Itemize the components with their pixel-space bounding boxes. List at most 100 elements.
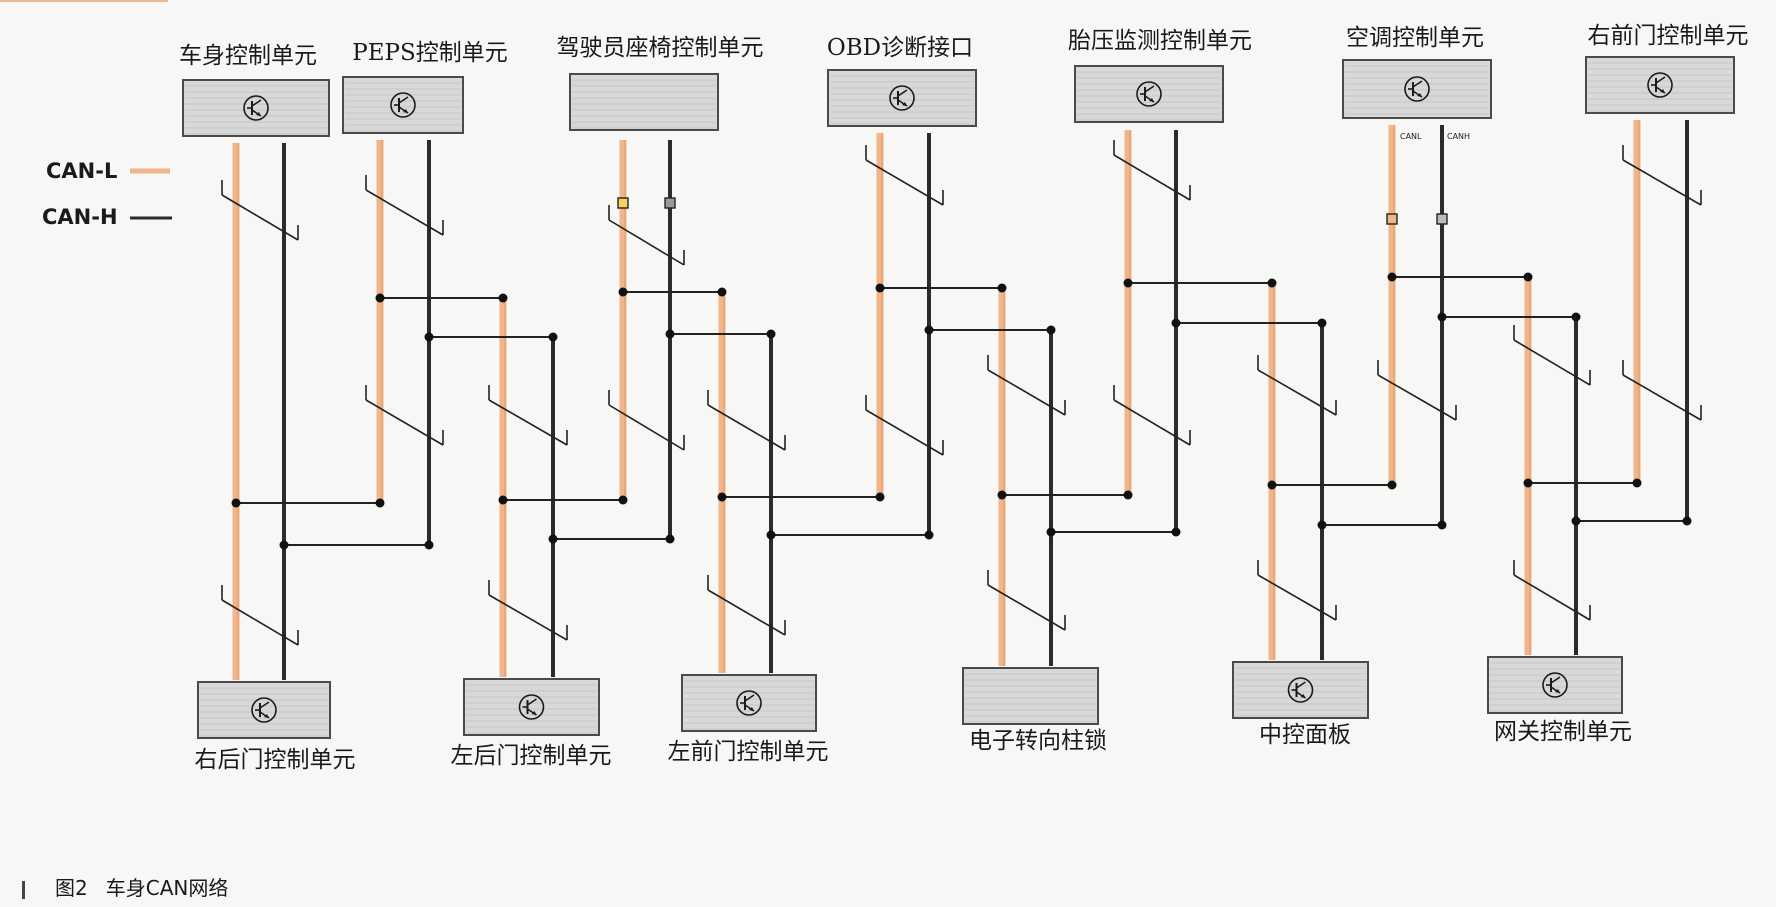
box-right-rear-door-unit	[197, 681, 331, 739]
junction-dot	[1523, 272, 1533, 282]
legend-can-h-label: CAN-H	[42, 205, 118, 229]
twist-marker	[1257, 369, 1337, 416]
junction-dot	[717, 287, 727, 297]
junction-dot	[498, 495, 508, 505]
twist-marker	[365, 189, 444, 236]
junction-dot	[1437, 312, 1447, 322]
junction-dot	[548, 332, 558, 342]
twist-marker	[865, 159, 944, 206]
junction-dot	[1387, 480, 1397, 490]
junction-dot	[498, 293, 508, 303]
junction-dot	[1123, 490, 1133, 500]
label-left-rear-door-unit: 左后门控制单元	[451, 743, 612, 769]
canl-tag: CANL	[1400, 132, 1422, 141]
label-obd-port: OBD诊断接口	[827, 35, 973, 61]
twist-marker	[987, 584, 1066, 631]
twist-markers	[221, 140, 1702, 646]
junction-dot	[424, 540, 434, 550]
junction-dot	[875, 492, 885, 502]
box-peps-control-unit	[342, 76, 464, 134]
box-left-rear-door-unit	[463, 678, 600, 736]
figure-caption: 图2 车身CAN网络	[22, 872, 228, 901]
label-tpms-control-unit: 胎压监测控制单元	[1068, 28, 1252, 54]
label-body-control-unit: 车身控制单元	[179, 43, 317, 69]
twist-marker	[608, 219, 685, 266]
junction-dot	[548, 534, 558, 544]
junction-dot	[1387, 272, 1397, 282]
junction-dot	[924, 530, 934, 540]
junction-dot	[1632, 478, 1642, 488]
junction-dot	[997, 490, 1007, 500]
junction-dot	[717, 492, 727, 502]
label-right-rear-door-unit: 右后门控制单元	[195, 747, 356, 773]
box-electronic-steering-lock	[962, 667, 1099, 725]
label-right-front-door-unit: 右前门控制单元	[1588, 23, 1749, 49]
junction-dot	[1046, 325, 1056, 335]
twist-marker	[488, 594, 568, 641]
junction-dot	[1571, 312, 1581, 322]
label-central-panel: 中控面板	[1259, 722, 1351, 748]
label-ac-control-unit: 空调控制单元	[1346, 25, 1484, 51]
twist-marker	[488, 399, 568, 446]
connector-ac-l	[1386, 213, 1398, 225]
junction-dot	[1171, 318, 1181, 328]
connector-ac-h	[1436, 213, 1448, 225]
twist-marker	[987, 369, 1066, 416]
junction-dot	[766, 329, 776, 339]
junction-dot	[875, 283, 885, 293]
canh-tag: CANH	[1447, 132, 1470, 141]
junction-dot	[924, 325, 934, 335]
twist-marker	[365, 399, 444, 446]
label-electronic-steering-lock: 电子转向柱锁	[969, 728, 1107, 754]
twist-marker	[1113, 154, 1191, 201]
junction-dot	[1046, 527, 1056, 537]
connector-seat-l	[617, 197, 629, 209]
box-central-panel	[1232, 661, 1369, 719]
junction-dot	[375, 498, 385, 508]
twist-marker	[221, 599, 299, 646]
figure-number: 图2	[55, 876, 88, 900]
box-obd-port	[827, 69, 977, 127]
junction-dot	[766, 530, 776, 540]
junction-dot	[1317, 520, 1327, 530]
bottom-labels: 右后门控制单元 左后门控制单元 左前门控制单元 电子转向柱锁 中控面板 网关控制…	[195, 719, 1633, 773]
box-driver-seat-control-unit	[569, 73, 719, 131]
junction-dot	[665, 534, 675, 544]
twist-marker	[221, 194, 299, 241]
label-peps-control-unit: PEPS控制单元	[352, 40, 508, 66]
junction-dot	[279, 540, 289, 550]
module-boxes	[182, 56, 1735, 739]
junction-dot	[1682, 516, 1692, 526]
box-body-control-unit	[182, 79, 330, 137]
junction-dot	[997, 283, 1007, 293]
twist-marker	[1622, 374, 1702, 421]
twist-marker	[707, 589, 786, 636]
junction-dot	[1171, 527, 1181, 537]
twist-marker	[865, 409, 944, 456]
label-left-front-door-unit: 左前门控制单元	[668, 739, 829, 765]
twist-marker	[1622, 159, 1702, 206]
wires	[232, 120, 1689, 680]
box-right-front-door-unit	[1585, 56, 1735, 114]
twist-marker	[707, 404, 786, 451]
top-rule	[0, 0, 168, 2]
box-tpms-control-unit	[1074, 65, 1224, 123]
box-gateway-control-unit	[1487, 656, 1623, 714]
junction-dot	[1123, 278, 1133, 288]
twist-marker	[1513, 574, 1591, 621]
label-driver-seat-control-unit: 驾驶员座椅控制单元	[557, 35, 764, 61]
junction-dot	[424, 332, 434, 342]
top-labels: 车身控制单元 PEPS控制单元 驾驶员座椅控制单元 OBD诊断接口 胎压监测控制…	[179, 23, 1749, 69]
twist-marker	[608, 404, 685, 451]
junction-dot	[1523, 478, 1533, 488]
legend-can-l-label: CAN-L	[46, 159, 117, 183]
figure-title: 车身CAN网络	[105, 876, 229, 900]
junction-dot	[1267, 480, 1277, 490]
label-gateway-control-unit: 网关控制单元	[1494, 719, 1632, 745]
box-ac-control-unit	[1342, 59, 1492, 119]
junction-dot	[1267, 278, 1277, 288]
junctions	[231, 272, 1692, 550]
twist-marker	[1513, 339, 1591, 386]
box-left-front-door-unit	[681, 674, 817, 732]
